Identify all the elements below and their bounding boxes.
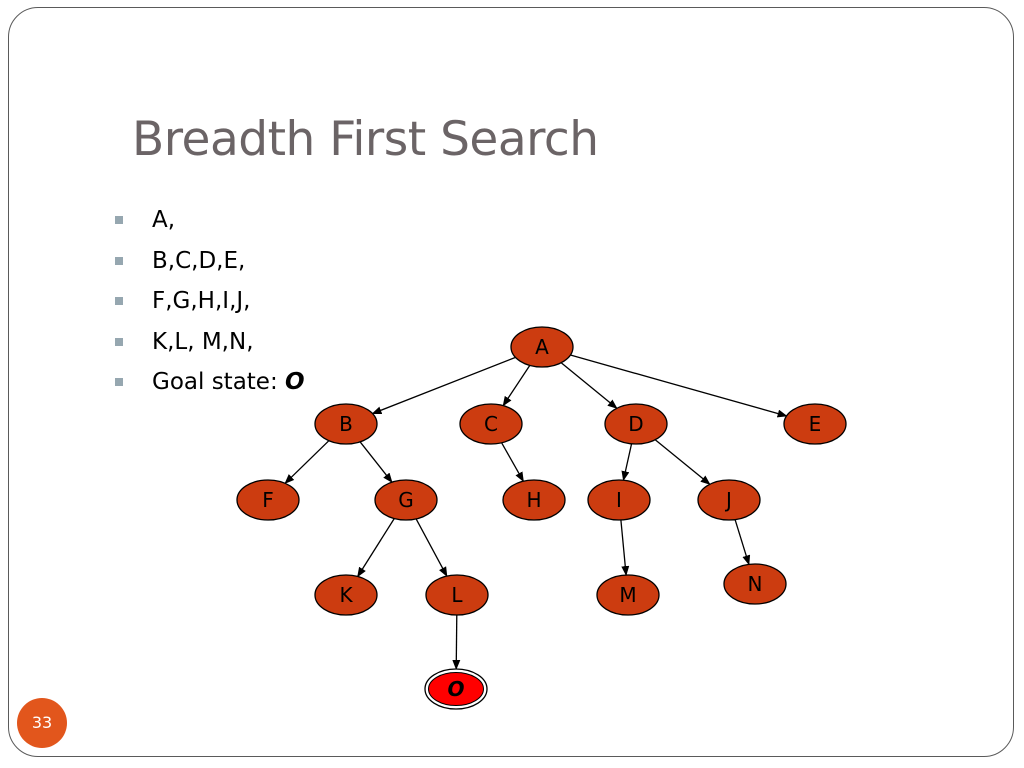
- node-label: F: [262, 488, 274, 512]
- node-shape: [502, 479, 566, 521]
- node-label: I: [616, 488, 622, 512]
- node-label: O: [447, 677, 464, 701]
- edge-g-k: [357, 518, 395, 578]
- bullet-text: Goal state:: [152, 369, 286, 395]
- node-shape: [374, 479, 438, 521]
- node-o: O: [424, 668, 488, 710]
- tree-edges: [284, 354, 788, 671]
- bullet-item: K,L, M,N,: [112, 326, 305, 367]
- edge-i-m: [620, 519, 630, 577]
- node-g: G: [374, 479, 438, 521]
- edge-d-j: [654, 439, 711, 485]
- node-k: K: [314, 574, 378, 616]
- edge-a-e: [570, 354, 788, 418]
- node-a: A: [510, 326, 574, 368]
- square-bullet-icon: [115, 216, 123, 224]
- node-label: K: [339, 583, 353, 607]
- node-f: F: [236, 479, 300, 521]
- node-label: A: [535, 335, 549, 359]
- slide-title: Breadth First Search: [132, 112, 599, 167]
- edge-c-h: [501, 442, 524, 483]
- node-label: B: [339, 412, 353, 436]
- node-label: J: [724, 488, 732, 512]
- edge-a-c: [502, 365, 531, 407]
- node-shape: [236, 479, 300, 521]
- slide-frame: [8, 7, 1014, 757]
- edge-g-l: [415, 518, 448, 577]
- square-bullet-icon: [115, 256, 123, 265]
- node-e: E: [783, 403, 847, 445]
- bullet-item: Goal state: O: [112, 366, 305, 407]
- square-bullet-icon: [115, 297, 123, 305]
- node-b: B: [314, 403, 378, 445]
- node-label: H: [526, 488, 541, 512]
- bullet-item: A,: [112, 204, 305, 245]
- node-shape: [510, 326, 574, 368]
- bullet-text: F,G,H,I,J,: [152, 288, 251, 314]
- node-j: J: [697, 479, 761, 521]
- node-label: L: [451, 583, 463, 607]
- bullet-text: B,C,D,E,: [152, 247, 246, 274]
- square-bullet-icon: [115, 378, 123, 386]
- edge-j-n: [734, 519, 751, 566]
- square-bullet-icon: [115, 337, 123, 346]
- bullet-text: K,L, M,N,: [152, 328, 254, 355]
- page-number-badge: 33: [17, 698, 67, 748]
- node-label: E: [809, 412, 822, 436]
- node-m: M: [596, 574, 660, 616]
- node-shape: [587, 479, 651, 521]
- node-shape: [425, 574, 489, 616]
- node-label: M: [619, 583, 636, 607]
- tree-nodes: A B C D E F G H I J K L M N O: [236, 326, 847, 710]
- edge-a-d: [560, 362, 618, 409]
- node-label: C: [484, 412, 498, 436]
- node-label: D: [628, 412, 643, 436]
- node-shape: [314, 574, 378, 616]
- bullet-text: A,: [152, 207, 176, 233]
- node-shape: [604, 403, 668, 445]
- node-shape: [314, 403, 378, 445]
- node-n: N: [723, 563, 787, 605]
- node-d: D: [604, 403, 668, 445]
- goal-node-shape: [428, 672, 484, 706]
- node-shape: [723, 563, 787, 605]
- node-label: G: [398, 488, 414, 512]
- edge-a-b: [371, 356, 516, 415]
- edge-l-o: [452, 614, 461, 671]
- node-c: C: [459, 403, 523, 445]
- bullet-item: B,C,D,E,: [112, 245, 305, 286]
- node-shape: [697, 479, 761, 521]
- bullet-item: F,G,H,I,J,: [112, 285, 305, 326]
- node-shape: [459, 403, 523, 445]
- node-label: N: [748, 572, 763, 596]
- edge-b-g: [359, 441, 393, 483]
- node-h: H: [502, 479, 566, 521]
- node-l: L: [425, 574, 489, 616]
- edge-b-f: [284, 440, 330, 485]
- node-shape: [783, 403, 847, 445]
- edge-d-i: [621, 443, 633, 482]
- goal-state-value: O: [285, 369, 305, 395]
- node-shape: [596, 574, 660, 616]
- bullet-list: A, B,C,D,E, F,G,H,I,J, K,L, M,N, Goal st…: [112, 204, 305, 407]
- node-i: I: [587, 479, 651, 521]
